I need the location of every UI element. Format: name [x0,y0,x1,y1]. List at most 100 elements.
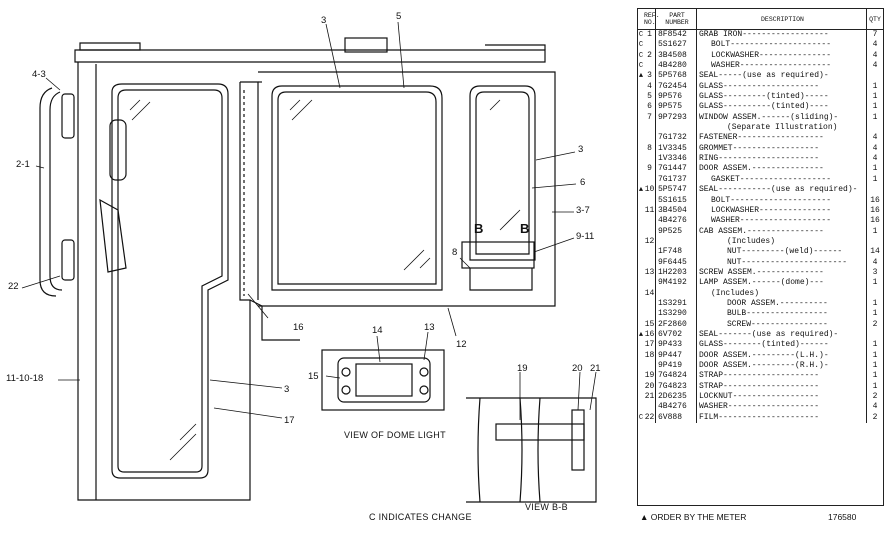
part-description: STRAP-------------------- [696,381,867,393]
ref-number [644,154,656,165]
cab-exploded-drawing: 3 5 4-3 2-1 22 11-10-18 3 6 3-7 9-11 8 B… [6,12,601,522]
callout-3-side: 3 [578,144,584,155]
part-number: 7G1737 [655,174,697,186]
part-quantity: 1 [872,309,878,319]
part-number-header: PART NUMBER [655,9,697,30]
part-number: 9P419 [655,361,697,372]
change-col-header [638,9,644,30]
ref-number: 22 [644,412,656,424]
callout-6: 6 [580,177,586,188]
ref-number: 21 [644,392,656,403]
ref-number: 4 [644,81,656,93]
ref-number [644,257,656,268]
part-quantity: 1 [872,350,878,360]
part-description: GROMMET------------------ [696,143,867,155]
callout-3-7: 3-7 [576,205,590,216]
part-description: STRAP-------------------- [696,371,867,382]
part-quantity: 1 [872,81,878,91]
part-description: GLASS--------(tinted)------ [696,340,867,351]
ref-number [644,174,656,186]
change-mark: C [638,41,644,50]
ref-number [644,216,656,227]
part-quantity: 1 [872,174,878,184]
part-number: 4B4280 [655,61,697,72]
parts-row: 12(Includes) [638,236,883,248]
change-mark: ▲ [638,186,644,195]
callout-12: 12 [456,339,467,350]
part-quantity: 4 [872,402,878,412]
change-mark: C [638,413,644,422]
part-description: SEAL-------(use as required)- [696,329,867,341]
part-quantity: 1 [872,92,878,102]
part-quantity: 1 [872,278,878,288]
part-number: 4B4276 [655,216,697,227]
part-description: BOLT--------------------- [696,195,867,206]
part-description: DOOR ASSEM.---------(R.H.)- [696,361,867,372]
part-quantity: 4 [872,50,878,60]
part-number: 9P7293 [655,112,697,124]
dome-light-caption: VIEW OF DOME LIGHT [344,430,446,440]
part-quantity: 1 [872,164,878,174]
part-description: LOCKWASHER--------------- [696,205,867,217]
part-quantity: 3 [872,267,878,277]
part-number: 9M4192 [655,278,697,289]
part-description: SEAL-----(use as required)- [696,71,867,82]
part-number: 5S1615 [655,195,697,206]
ref-number: 6 [644,102,656,113]
part-description: (Separate Illustration) [696,123,867,134]
part-number: 1V3346 [655,154,697,165]
ref-number: 15 [644,319,656,330]
part-quantity: 2 [872,412,878,422]
qty-header: QTY [866,9,883,30]
callout-4-3: 4-3 [32,69,46,80]
ref-number [644,123,656,134]
ref-number: 19 [644,371,656,382]
part-quantity: 4 [872,61,878,71]
part-number: 6V888 [655,412,697,424]
part-description: DOOR ASSEM.---------(L.H.)- [696,350,867,361]
part-number: 8F8542 [655,29,697,41]
part-number: 1S3290 [655,309,697,320]
ref-number: 9 [644,164,656,175]
part-description: LAMP ASSEM.------(dome)--- [696,278,867,289]
part-number [655,288,697,299]
part-number: 7G1732 [655,133,697,144]
part-description: GLASS-------------------- [696,81,867,93]
part-description: GASKET------------------- [696,174,867,186]
ref-number [644,195,656,206]
ref-number: 7 [644,112,656,124]
part-number: 9F6445 [655,257,697,268]
callout-17: 17 [284,415,295,426]
part-description: WASHER------------------- [696,61,867,72]
part-description: FASTENER------------------ [696,133,867,144]
ref-number [644,61,656,72]
callout-22: 22 [8,281,19,292]
part-number: 3B4504 [655,205,697,217]
ref-number: 18 [644,350,656,361]
part-quantity: 1 [872,112,878,122]
part-quantity [867,289,884,299]
part-number: 7G1447 [655,164,697,175]
part-quantity: 1 [872,371,878,381]
ref-number: 10 [644,185,656,196]
part-description: SCREW ASSEM.-------------- [696,267,867,279]
parts-row: (Separate Illustration) [638,123,883,134]
ref-number: 20 [644,381,656,393]
part-quantity: 4 [872,133,878,143]
part-number: 2F2860 [655,319,697,330]
